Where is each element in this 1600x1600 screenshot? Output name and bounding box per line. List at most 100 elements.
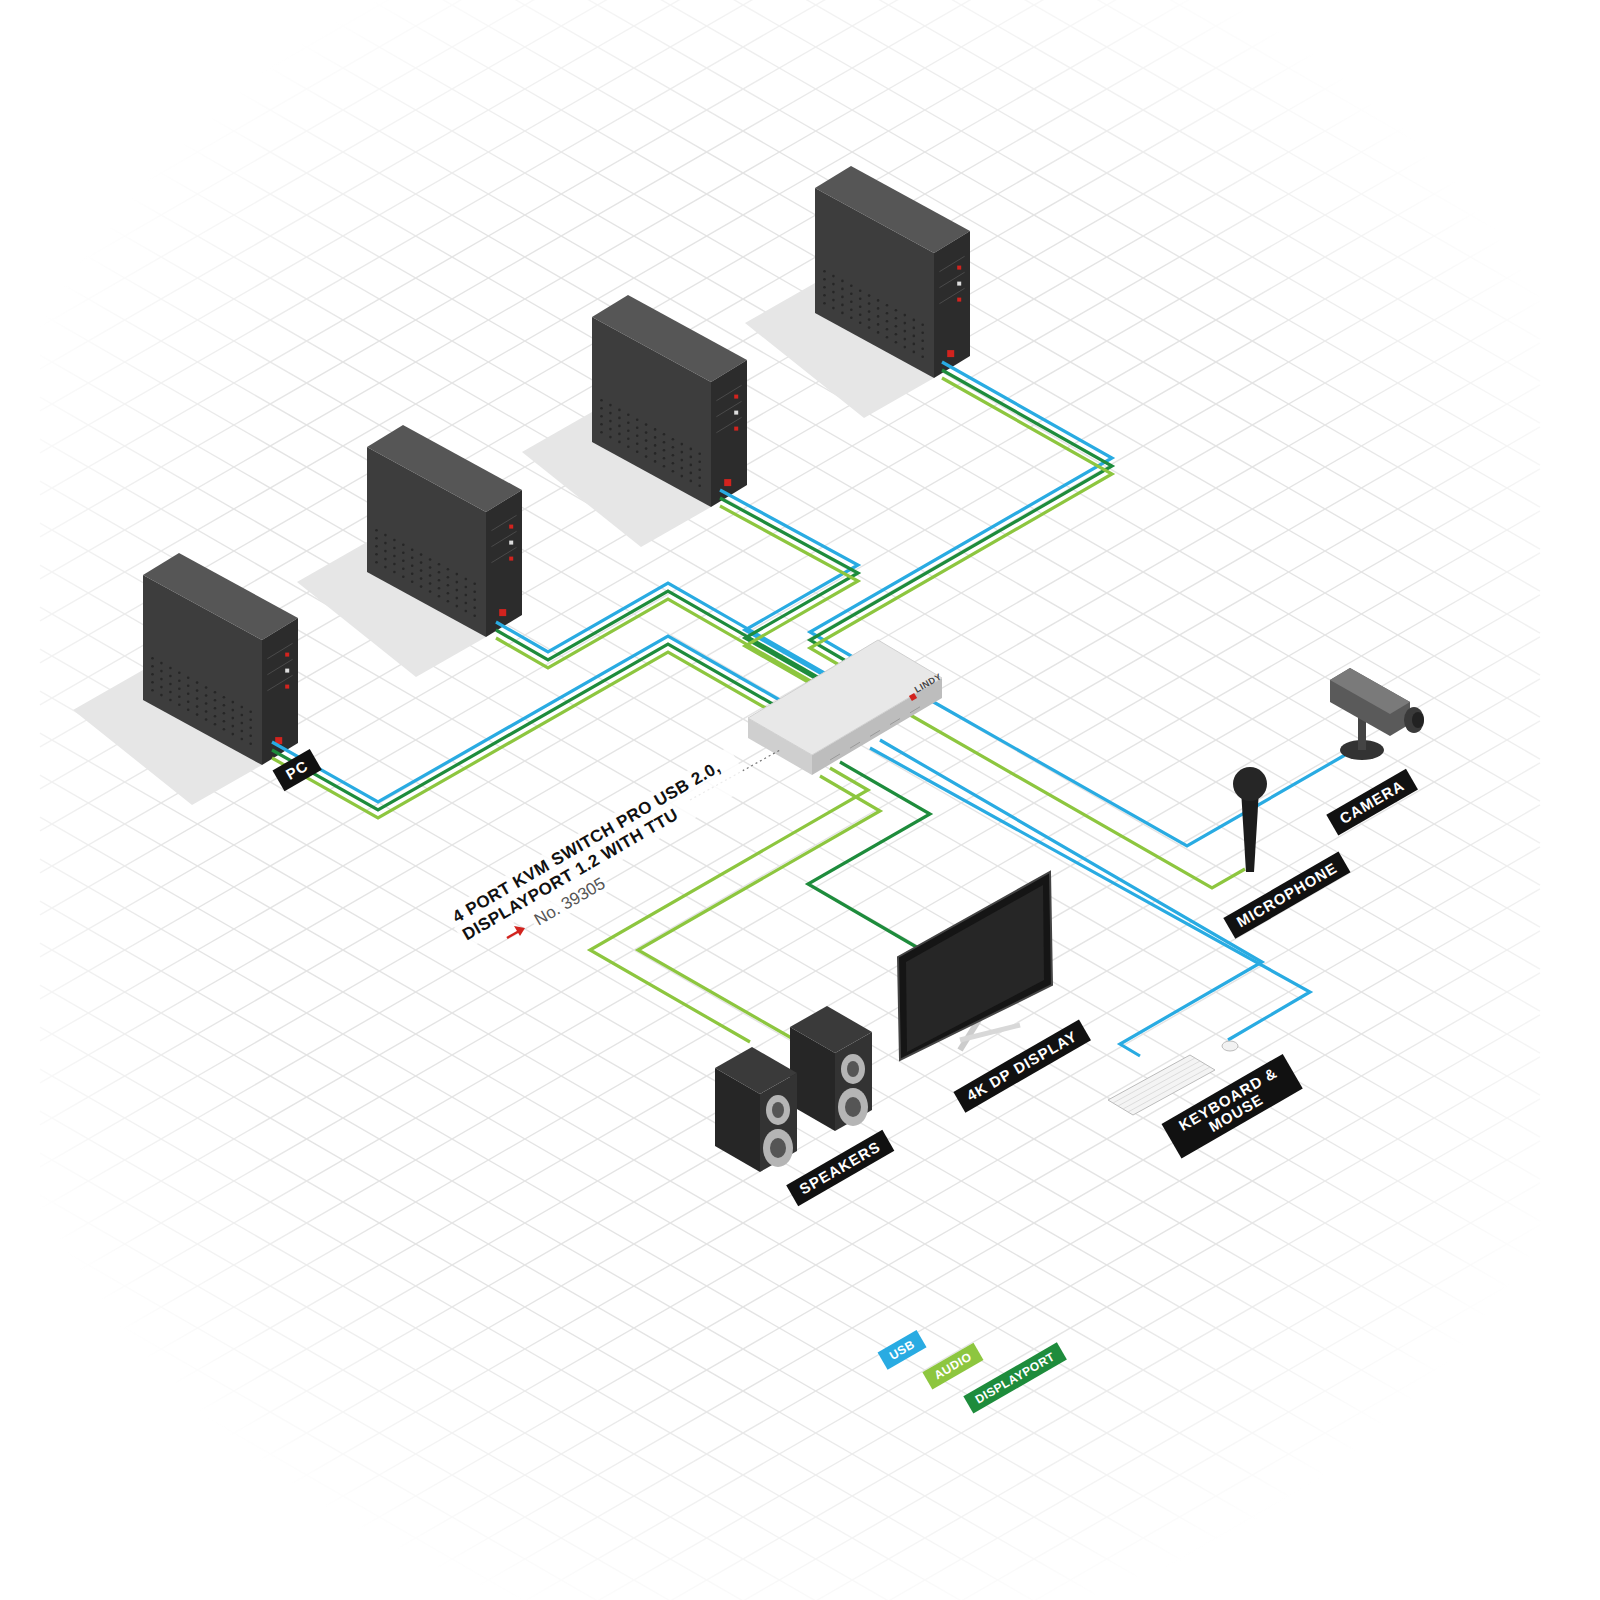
mouse bbox=[1222, 1041, 1238, 1051]
vent-hole bbox=[921, 340, 924, 343]
vent-hole bbox=[429, 566, 432, 569]
vent-hole bbox=[438, 587, 441, 590]
vent-hole bbox=[465, 602, 468, 605]
monitor-foot bbox=[960, 1025, 1020, 1040]
vent-hole bbox=[447, 584, 450, 587]
vent-hole bbox=[420, 569, 423, 572]
pc-front bbox=[262, 618, 298, 765]
vent-hole bbox=[921, 348, 924, 351]
switch-button bbox=[850, 742, 860, 748]
vent-hole bbox=[832, 291, 835, 294]
vent-hole bbox=[627, 422, 630, 425]
pc-button bbox=[957, 266, 961, 270]
camera-top bbox=[1330, 668, 1410, 714]
vent-hole bbox=[169, 699, 172, 702]
vent-hole bbox=[636, 442, 639, 445]
vent-hole bbox=[384, 534, 387, 537]
vent-hole bbox=[823, 286, 826, 289]
vent-hole bbox=[600, 431, 603, 434]
vent-hole bbox=[886, 328, 889, 331]
vent-hole bbox=[877, 307, 880, 310]
pc-front bbox=[486, 490, 522, 637]
vent-hole bbox=[232, 733, 235, 736]
vent-hole bbox=[447, 600, 450, 603]
vent-hole bbox=[886, 312, 889, 315]
vent-hole bbox=[411, 572, 414, 575]
vent-hole bbox=[223, 712, 226, 715]
vent-hole bbox=[627, 446, 630, 449]
vent-hole bbox=[832, 307, 835, 310]
vent-hole bbox=[375, 545, 378, 548]
vent-hole bbox=[465, 578, 468, 581]
camera-lens-glass bbox=[1412, 712, 1424, 728]
vent-hole bbox=[187, 708, 190, 711]
pc-button bbox=[957, 298, 961, 302]
vent-hole bbox=[877, 323, 880, 326]
vent-hole bbox=[859, 305, 862, 308]
vent-hole bbox=[913, 335, 916, 338]
vent-hole bbox=[600, 407, 603, 410]
vent-hole bbox=[859, 321, 862, 324]
speaker-woofer-cone bbox=[845, 1097, 861, 1117]
switch-button bbox=[890, 719, 900, 725]
speaker-woofer-cone bbox=[770, 1138, 786, 1158]
power-button bbox=[499, 609, 506, 616]
vent-hole bbox=[420, 561, 423, 564]
monitor-screen bbox=[898, 872, 1052, 1060]
pc-vents bbox=[600, 399, 701, 487]
vent-hole bbox=[411, 556, 414, 559]
vent-hole bbox=[465, 594, 468, 597]
vent-hole bbox=[249, 727, 252, 730]
vent-hole bbox=[232, 725, 235, 728]
vent-hole bbox=[205, 702, 208, 705]
vent-hole bbox=[384, 566, 387, 569]
drive-bay bbox=[491, 547, 516, 562]
vent-hole bbox=[636, 426, 639, 429]
vent-hole bbox=[249, 719, 252, 722]
vent-hole bbox=[609, 420, 612, 423]
vent-hole bbox=[636, 418, 639, 421]
power-button bbox=[724, 479, 731, 486]
speaker-woofer bbox=[763, 1129, 793, 1167]
vent-hole bbox=[886, 304, 889, 307]
vent-hole bbox=[654, 428, 657, 431]
vent-hole bbox=[913, 327, 916, 330]
vent-hole bbox=[698, 477, 701, 480]
vent-hole bbox=[375, 537, 378, 540]
vent-hole bbox=[214, 723, 217, 726]
vent-hole bbox=[868, 318, 871, 321]
cable bbox=[720, 490, 858, 690]
vent-hole bbox=[868, 302, 871, 305]
drive-bay bbox=[267, 643, 292, 658]
drive-bay bbox=[716, 385, 741, 400]
vent-hole bbox=[241, 730, 244, 733]
vent-hole bbox=[241, 714, 244, 717]
vent-hole bbox=[223, 704, 226, 707]
vent-hole bbox=[249, 743, 252, 746]
logo-mark bbox=[909, 693, 917, 701]
vent-hole bbox=[636, 450, 639, 453]
vent-hole bbox=[895, 333, 898, 336]
vent-hole bbox=[681, 467, 684, 470]
cable bbox=[880, 740, 1262, 1056]
camera-lens bbox=[1404, 707, 1424, 733]
switch-button bbox=[910, 707, 920, 713]
vent-hole bbox=[438, 579, 441, 582]
vent-hole bbox=[609, 436, 612, 439]
vent-hole bbox=[904, 346, 907, 349]
vent-hole bbox=[672, 462, 675, 465]
vent-hole bbox=[473, 615, 476, 618]
speaker-front bbox=[835, 1032, 872, 1131]
vent-hole bbox=[393, 539, 396, 542]
keyboard-row bbox=[1113, 1058, 1195, 1103]
vent-hole bbox=[420, 577, 423, 580]
pc-front bbox=[711, 360, 747, 507]
microphone-head bbox=[1233, 767, 1267, 801]
vent-hole bbox=[249, 711, 252, 714]
pc-button bbox=[285, 653, 289, 657]
vent-hole bbox=[411, 548, 414, 551]
vent-hole bbox=[393, 547, 396, 550]
vent-hole bbox=[681, 443, 684, 446]
